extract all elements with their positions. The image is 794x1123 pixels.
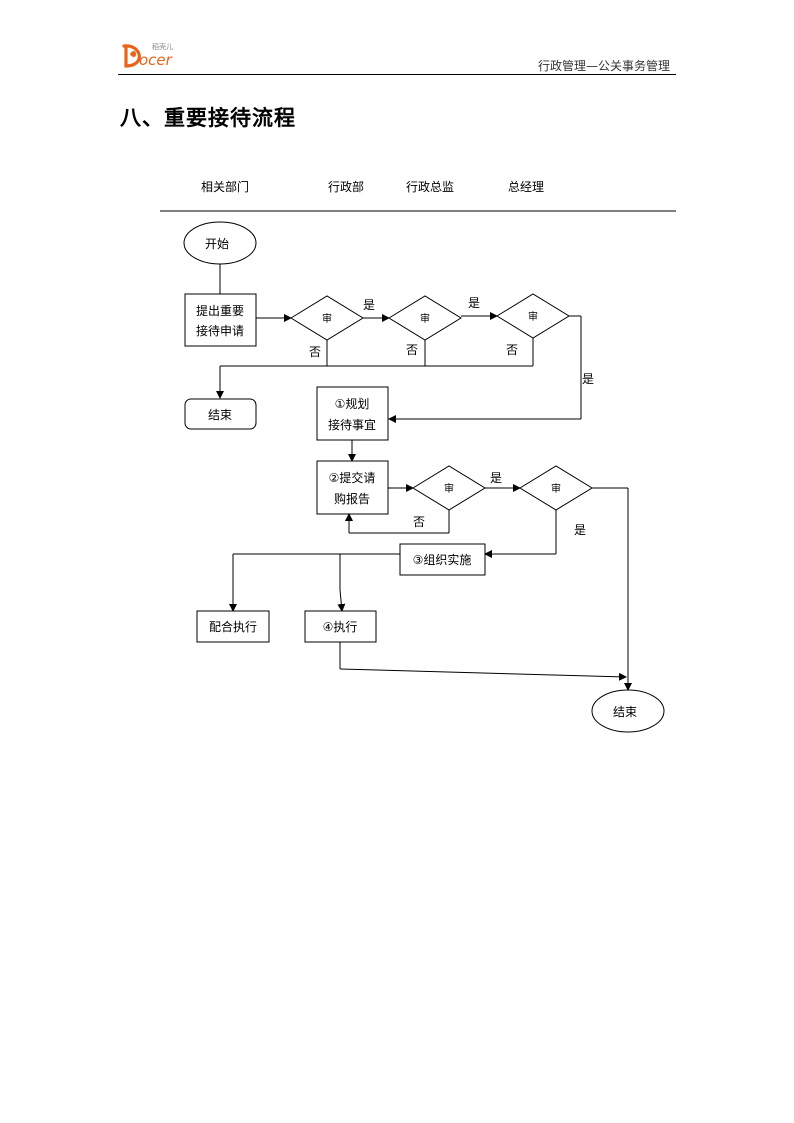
submit-box — [316, 460, 389, 515]
section-title: 八、重要接待流程 — [120, 105, 296, 130]
organize-label: ③组织实施 — [413, 552, 472, 567]
end-node-1 — [184, 398, 257, 430]
no-label-2: 否 — [406, 343, 418, 357]
header-rule — [118, 74, 676, 75]
column-heading-related-dept: 相关部门 — [201, 180, 250, 194]
plan-label-line1: ①规划 — [335, 396, 370, 411]
submit-label-line1: ②提交请 — [329, 470, 376, 485]
organize-box — [399, 543, 486, 576]
cooperate-label: 配合执行 — [209, 619, 257, 634]
start-label: 开始 — [205, 237, 229, 251]
end-node-2 — [591, 689, 665, 733]
submit-label-line2: 购报告 — [334, 491, 370, 506]
end-label-1: 结束 — [208, 408, 232, 422]
yes-label-5: 是 — [574, 523, 586, 537]
decision-1-label: 审 — [322, 312, 332, 325]
decision-2 — [388, 295, 462, 341]
request-box — [184, 293, 257, 347]
request-label-line2: 接待申请 — [196, 323, 244, 338]
decision-3-label: 审 — [528, 310, 538, 323]
yes-label-3: 是 — [582, 372, 594, 386]
yes-label-2: 是 — [468, 296, 480, 310]
plan-label-line2: 接待事宜 — [328, 417, 376, 432]
request-label-line1: 提出重要 — [196, 303, 244, 318]
yes-label-1: 是 — [363, 298, 375, 312]
decision-5-label: 审 — [551, 482, 561, 495]
decision-4-label: 审 — [444, 482, 454, 495]
no-label-3: 否 — [506, 343, 518, 357]
execute-label: ④执行 — [323, 620, 358, 634]
yes-label-4: 是 — [490, 471, 502, 485]
column-heading-admin-dept: 行政部 — [328, 180, 365, 194]
column-heading-general-manager: 总经理 — [508, 180, 545, 194]
column-heading-admin-director: 行政总监 — [406, 180, 455, 194]
plan-box — [316, 386, 389, 441]
docer-logo: ocer 稻壳儿 — [122, 42, 173, 69]
svg-text:稻壳儿: 稻壳儿 — [152, 42, 173, 51]
decision-2-label: 审 — [420, 312, 430, 325]
cooperate-box — [196, 610, 270, 643]
no-label-1: 否 — [309, 345, 321, 359]
end-label-2: 结束 — [613, 705, 637, 719]
svg-text:ocer: ocer — [139, 51, 173, 69]
no-label-4: 否 — [413, 515, 425, 529]
header-title: 行政管理—公关事务管理 — [537, 59, 670, 73]
